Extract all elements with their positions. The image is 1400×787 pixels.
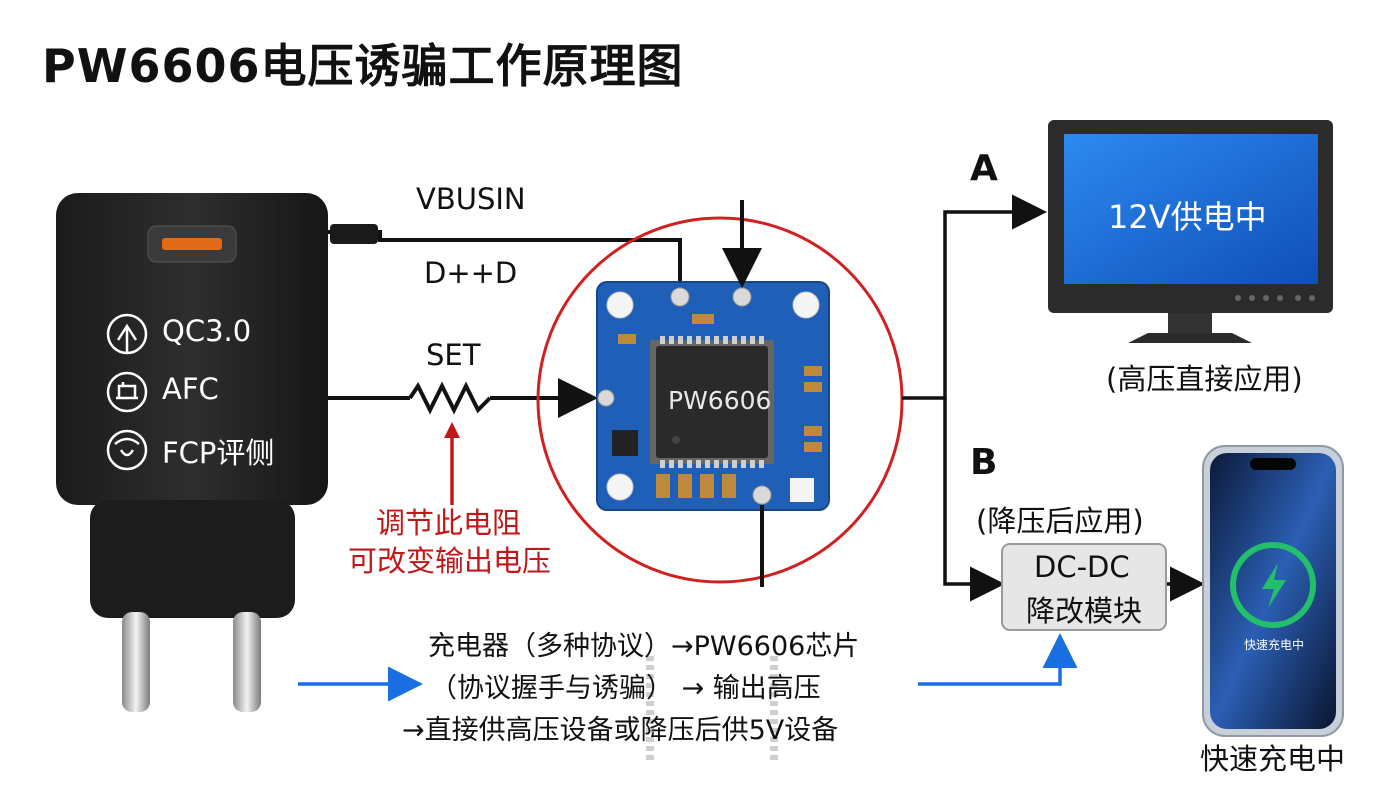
dcdc-label-line2: 降改模块 — [1026, 594, 1143, 628]
phone — [1202, 445, 1344, 737]
chip-pin — [750, 336, 755, 344]
chip-pin — [714, 460, 719, 468]
chip-pin — [770, 755, 778, 760]
chip-pin — [770, 674, 778, 679]
chip-pin — [646, 692, 654, 697]
monitor-screen-text: 12V供电中 — [1108, 198, 1267, 236]
chip-pin — [770, 719, 778, 724]
pw6606-chip — [650, 340, 774, 464]
chip-pin — [660, 336, 665, 344]
plug-pin-right — [233, 612, 261, 712]
chip-pin — [770, 683, 778, 688]
chip-pin — [696, 336, 701, 344]
chip-pins — [646, 336, 778, 760]
chip-pin — [759, 460, 764, 468]
chip-pin — [750, 460, 755, 468]
plug-pin-left — [122, 612, 150, 712]
charger-plug-base — [90, 500, 295, 618]
chip-pin — [660, 460, 665, 468]
monitor — [1048, 120, 1333, 343]
chip-pin — [770, 701, 778, 706]
phone-screen-text: 快速充电中 — [1244, 638, 1305, 652]
chip-highlight-circle — [536, 216, 904, 584]
chip-pin — [741, 460, 746, 468]
chip-pin — [705, 336, 710, 344]
chip-pin — [646, 719, 654, 724]
charging-ring — [1230, 542, 1316, 628]
chip-pin — [696, 460, 701, 468]
branch-b-letter: B — [970, 442, 998, 483]
chip-pin — [678, 460, 683, 468]
chip-pin — [770, 746, 778, 751]
monitor-screen — [1064, 134, 1318, 284]
flow-line-2: （协议握手与诱骗） → 输出高压 — [430, 673, 821, 704]
qc-icon — [106, 313, 148, 355]
chip-pin — [714, 336, 719, 344]
chip-pin — [646, 737, 654, 742]
phone-screen — [1210, 453, 1336, 729]
chip-pin — [646, 701, 654, 706]
chip-pin — [723, 460, 728, 468]
charger-body — [56, 193, 328, 505]
resistor — [408, 381, 492, 415]
route-b — [943, 398, 1005, 602]
chip-pin — [646, 683, 654, 688]
protocol-afc: AFC — [162, 372, 219, 406]
resistor-note-line1: 调节此电阻 — [376, 506, 522, 540]
branch-b-caption: (降压后应用) — [976, 504, 1144, 538]
chip-pin — [646, 656, 654, 661]
chip-pin — [759, 336, 764, 344]
lightning-icon — [1262, 563, 1286, 608]
dcdc-module — [1001, 543, 1167, 631]
chip-pin — [646, 728, 654, 733]
resistor-note-arrowhead — [444, 422, 460, 438]
route-a — [902, 194, 1047, 400]
chip-pin — [770, 656, 778, 661]
branch-a-caption: (高压直接应用) — [1106, 362, 1303, 396]
chip-pin — [687, 336, 692, 344]
chip-pin — [732, 336, 737, 344]
flow-line-3: →直接供高压设备或降压后供5V设备 — [402, 715, 839, 746]
chip-pin — [646, 755, 654, 760]
chip-pin — [646, 710, 654, 715]
chip-label: PW6606 — [668, 386, 772, 415]
chip-pin — [646, 665, 654, 670]
flow-line-1: 充电器（多种协议）→PW6606芯片 — [428, 631, 860, 662]
chip-pin — [646, 674, 654, 679]
chip-pin — [646, 746, 654, 751]
chip-pin — [705, 460, 710, 468]
dcdc-label-line1: DC-DC — [1034, 550, 1130, 584]
chip-pin — [770, 665, 778, 670]
resistor-note-line2: 可改变输出电压 — [348, 544, 552, 578]
chip-pin — [770, 692, 778, 697]
chip-pin — [723, 336, 728, 344]
phone-caption: 快速充电中 — [1200, 742, 1346, 776]
chip-pin — [741, 336, 746, 344]
branch-a-letter: A — [970, 148, 998, 189]
usb-port-tongue — [162, 238, 222, 250]
protocol-qc: QC3.0 — [162, 314, 252, 348]
cable-strain-relief — [330, 224, 378, 244]
chip-pin — [669, 460, 674, 468]
pcb-board — [596, 281, 830, 511]
chip-pin — [732, 460, 737, 468]
page-title: PW6606电压诱骗工作原理图 — [42, 39, 684, 93]
charger — [56, 193, 328, 712]
chip-pin — [770, 737, 778, 742]
signal-vbusin: VBUSIN — [416, 182, 526, 216]
fcp-icon — [106, 429, 148, 471]
chip-pin — [678, 336, 683, 344]
afc-icon — [106, 371, 148, 413]
protocol-fcp: FCP评侧 — [162, 436, 275, 470]
chip-pin — [770, 710, 778, 715]
flow-arrow-out — [918, 633, 1078, 686]
signal-set: SET — [426, 338, 481, 372]
chip-pin — [687, 460, 692, 468]
signal-dpdm: D++D — [424, 256, 518, 290]
chip-pin — [669, 336, 674, 344]
chip-pin — [770, 728, 778, 733]
